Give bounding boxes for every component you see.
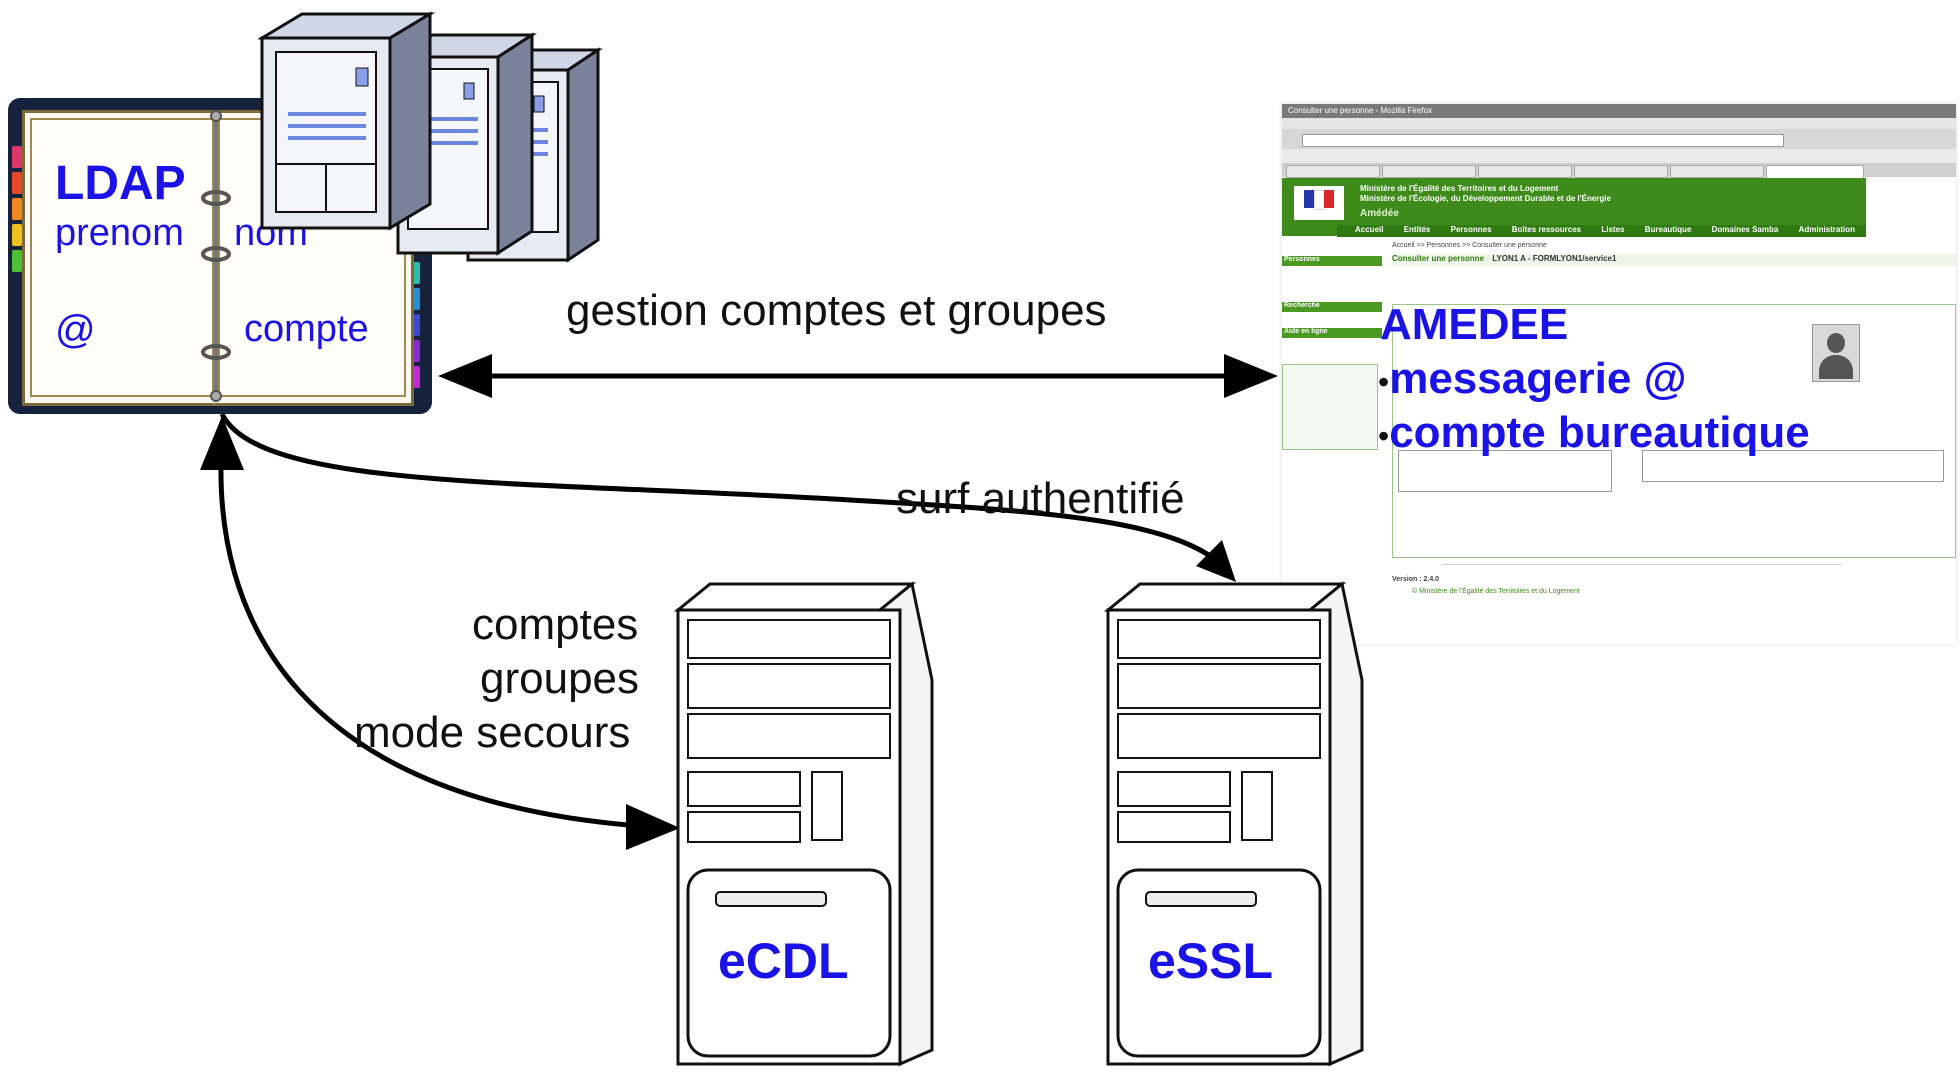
page-heading-bar: Consulter une personne LYON1 A - FORMLYO…: [1392, 254, 1956, 266]
binder-rings: [201, 110, 231, 402]
browser-tab[interactable]: [1478, 165, 1572, 178]
surf-arrow: [219, 412, 1232, 574]
ecdl-arrow: [218, 439, 641, 829]
browser-tab[interactable]: [1670, 165, 1764, 178]
binder-tab: [410, 288, 420, 310]
ldap-field-compte: compte: [244, 308, 369, 350]
browser-tab[interactable]: [1574, 165, 1668, 178]
amedee-title: AMEDEE: [1380, 300, 1569, 349]
bullet-dot: •: [1378, 364, 1390, 400]
window-title: Consulter une personne - Mozilla Firefox: [1288, 106, 1433, 115]
binder-tab: [12, 172, 22, 194]
nav-item[interactable]: Bureautique: [1644, 225, 1692, 234]
amedee-bullet-2-text: compte bureautique: [1389, 408, 1810, 457]
binder-left-sheet: [30, 118, 214, 397]
breadcrumb: Accueil >> Personnes >> Consulter une pe…: [1392, 242, 1547, 249]
nav-item[interactable]: Listes: [1601, 225, 1625, 234]
binder-tab: [12, 198, 22, 220]
action-toolbar: [1442, 554, 1842, 565]
ecdl-server-icon: [673, 581, 934, 1067]
ministry-line2: Ministère de l'Écologie, du Développemen…: [1360, 194, 1611, 203]
server-rack-icon: [258, 11, 603, 263]
sidebar: Personnes Recherche Aide en ligne: [1282, 256, 1382, 546]
nav-item[interactable]: Personnes: [1450, 225, 1492, 234]
essl-label: eSSL: [1148, 933, 1274, 989]
binder-tab: [410, 314, 420, 336]
essl-arrowhead: [1196, 540, 1236, 582]
nav-item[interactable]: Entités: [1403, 225, 1431, 234]
page-heading: Consulter une personne: [1392, 254, 1485, 263]
nav-item[interactable]: Domaines Samba: [1711, 225, 1779, 234]
nav-item[interactable]: Administration: [1798, 225, 1856, 234]
window-titlebar: Consulter une personne - Mozilla Firefox: [1282, 104, 1956, 118]
sidebar-section[interactable]: Personnes: [1282, 256, 1382, 266]
top-arrow-label: gestion comptes et groupes: [566, 286, 1107, 335]
nav-item[interactable]: Accueil: [1355, 225, 1384, 234]
content-area: Consulter une personne LYON1 A - FORMLYO…: [1392, 254, 1956, 595]
binder-tab: [12, 224, 22, 246]
ldap-field-at: @: [55, 308, 96, 352]
ecdl-arrowhead: [626, 804, 680, 850]
left-label-line1: comptes: [472, 600, 639, 649]
tab-strip: [1282, 163, 1956, 179]
ministry-line1: Ministère de l'Égalité des Territoires e…: [1360, 184, 1559, 193]
sidebar-section[interactable]: Aide en ligne: [1282, 328, 1382, 338]
bullet-dot: •: [1378, 418, 1390, 454]
browser-tab[interactable]: [1286, 165, 1380, 178]
address-box: [1398, 450, 1612, 492]
binder-tab: [12, 146, 22, 168]
amedee-bullet-2: •compte bureautique: [1378, 408, 1810, 458]
main-nav: Accueil Entités Personnes Boîtes ressour…: [1337, 225, 1866, 237]
ecdl-label: eCDL: [718, 933, 849, 989]
binder-tab: [410, 262, 420, 284]
url-field[interactable]: [1302, 134, 1784, 147]
phone-box: [1642, 450, 1944, 482]
marianne-logo: [1294, 186, 1344, 220]
footer-version: Version : 2.4.0: [1392, 576, 1440, 583]
photo-placeholder: [1812, 324, 1860, 382]
menu-bar: [1282, 118, 1956, 129]
binder-tab: [12, 250, 22, 272]
binder-arrowhead: [200, 416, 244, 470]
amedee-bullet-1: •messagerie @: [1378, 354, 1687, 404]
ldap-field-prenom: prenom: [55, 212, 184, 254]
amedee-arrowhead: [1224, 354, 1278, 398]
amedee-screenshot: Consulter une personne - Mozilla Firefox…: [1282, 104, 1956, 644]
amedee-bullet-1-text: messagerie @: [1389, 354, 1687, 403]
ldap-title: LDAP: [55, 157, 186, 210]
footer-copyright: © Ministère de l'Égalité des Territoires…: [1412, 588, 1580, 595]
binder-tab: [410, 366, 420, 388]
person-id: LYON1 A - FORMLYON1/service1: [1492, 254, 1617, 263]
left-label-line3: mode secours: [354, 708, 631, 757]
sidebar-user-box: [1282, 364, 1378, 450]
browser-tab-active[interactable]: [1766, 165, 1864, 179]
browser-tab[interactable]: [1382, 165, 1476, 178]
middle-arrow-label: surf authentifié: [896, 474, 1185, 523]
left-label-line2: groupes: [480, 654, 640, 703]
bookmarks-bar: [1282, 149, 1956, 163]
binder-tab: [410, 340, 420, 362]
person-card: [1392, 304, 1956, 558]
ldap-arrowhead: [438, 354, 492, 398]
app-name: Amédée: [1360, 208, 1399, 219]
nav-item[interactable]: Boîtes ressources: [1511, 225, 1582, 234]
essl-server-icon: [1103, 581, 1364, 1067]
sidebar-section[interactable]: Recherche: [1282, 302, 1382, 312]
